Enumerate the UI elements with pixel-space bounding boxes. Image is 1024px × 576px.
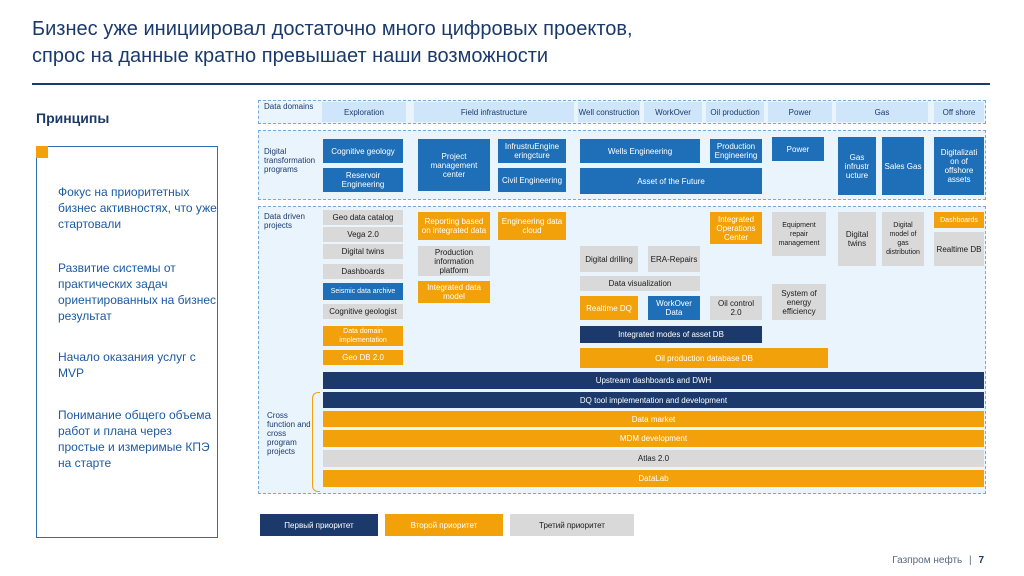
- row-label-data-domains: Data domains: [264, 102, 314, 111]
- row-label-transformation: Digital transformation programs: [264, 147, 316, 174]
- domain-exploration: Exploration: [322, 102, 406, 122]
- project-digital-drilling: Digital drilling: [580, 246, 638, 272]
- project-realtime-dq: Realtime DQ: [580, 296, 638, 320]
- panel-accent: [36, 146, 48, 158]
- domain-power: Power: [768, 102, 832, 122]
- domain-well-construction: Well construction: [578, 102, 640, 122]
- principle-item: Фокус на приоритетных бизнес активностях…: [58, 185, 217, 231]
- program-wells-engineering: Wells Engineering: [580, 139, 700, 163]
- footer-separator: |: [969, 555, 972, 566]
- program-sales-gas: Sales Gas: [882, 137, 924, 195]
- program-infrastructure-engineering: InfrustruEngine eringcture: [498, 139, 566, 163]
- cross-bar-dq-tool: DQ tool implementation and development: [323, 392, 984, 408]
- domain-offshore: Off shore: [934, 102, 984, 122]
- page-title: Бизнес уже инициировал достаточно много …: [32, 16, 732, 70]
- principles-heading: Принципы: [36, 110, 110, 126]
- project-era-repairs: ERA-Repairs: [648, 246, 700, 272]
- project-data-domain-implementation: Data domain implementation: [323, 326, 403, 346]
- page-number: 7: [978, 555, 984, 566]
- program-gas-infrastructure: Gas infrustr ucture: [838, 137, 876, 195]
- project-geo-db: Geo DB 2.0: [323, 350, 403, 365]
- project-engineering-data-cloud: Engineering data cloud: [498, 212, 566, 240]
- principles-panel: [36, 146, 218, 538]
- cross-bracket: [312, 392, 320, 492]
- project-equipment-repair: Equipment repair management: [772, 212, 826, 256]
- footer: Газпром нефть | 7: [892, 555, 984, 566]
- cross-bar-upstream-dashboards: Upstream dashboards and DWH: [323, 372, 984, 389]
- project-integrated-data-model: Integrated data model: [418, 281, 490, 303]
- legend-second-priority: Второй приоритет: [385, 514, 503, 536]
- program-production-engineering: Production Engineering: [710, 139, 762, 163]
- principle-item: Понимание общего объема работ и плана че…: [58, 408, 212, 470]
- project-oil-production-db: Oil production database DB: [580, 348, 828, 368]
- program-cognitive-geology: Cognitive geology: [323, 139, 403, 163]
- domain-field-infrastructure: Field infrastructure: [414, 102, 574, 122]
- project-integrated-operations-center: Integrated Operations Center: [710, 212, 762, 244]
- project-realtime-db: Realtime DB: [934, 232, 984, 266]
- project-integrated-modes-asset-db: Integrated modes of asset DB: [580, 326, 762, 343]
- domain-gas: Gas: [836, 102, 928, 122]
- project-dashboards: Dashboards: [323, 264, 403, 279]
- project-reporting-integrated-data: Reporting based on integrated data: [418, 212, 490, 240]
- cross-bar-datalab: DataLab: [323, 470, 984, 487]
- program-civil-engineering: Civil Engineering: [498, 168, 566, 192]
- domain-oil-production: Oil production: [706, 102, 764, 122]
- project-seismic-archive: Seismic data archive: [323, 283, 403, 300]
- title-line-1: Бизнес уже инициировал достаточно много …: [32, 18, 633, 40]
- project-production-info-platform: Production information platform: [418, 246, 490, 276]
- principle-item: Развитие системы от практических задач о…: [58, 261, 217, 323]
- project-workover-data: WorkOver Data: [648, 296, 700, 320]
- project-oil-control: Oil control 2.0: [710, 296, 762, 320]
- footer-company: Газпром нефть: [892, 555, 963, 566]
- row-label-data-driven: Data driven projects: [264, 212, 305, 230]
- row-label-cross: Cross function and cross program project…: [267, 411, 311, 456]
- cross-bar-mdm: MDM development: [323, 430, 984, 447]
- program-project-management: Project management center: [418, 139, 490, 191]
- title-divider: [32, 83, 990, 85]
- cross-bar-data-market: Data market: [323, 411, 984, 427]
- project-offshore-dashboards: Dashboards: [934, 212, 984, 228]
- cross-bar-atlas: Atlas 2.0: [323, 450, 984, 467]
- program-offshore-digitalization: Digitalizati on of offshore assets: [934, 137, 984, 195]
- project-gas-distribution-model: Digital model of gas distribution: [882, 212, 924, 266]
- project-vega: Vega 2.0: [323, 227, 403, 242]
- legend-first-priority: Первый приоритет: [260, 514, 378, 536]
- project-data-visualization: Data visualization: [580, 276, 700, 291]
- program-power: Power: [772, 137, 824, 161]
- program-asset-of-the-future: Asset of the Future: [580, 168, 762, 194]
- project-geo-data-catalog: Geo data catalog: [323, 210, 403, 225]
- project-gas-digital-twins: Digital twins: [838, 212, 876, 266]
- project-digital-twins: Digital twins: [323, 244, 403, 259]
- title-line-2: спрос на данные кратно превышает наши во…: [32, 45, 549, 67]
- project-energy-efficiency: System of energy efficiency: [772, 284, 826, 320]
- project-cognitive-geologist: Cognitive geologist: [323, 304, 403, 319]
- program-reservoir-engineering: Reservoir Engineering: [323, 168, 403, 192]
- domain-workover: WorkOver: [644, 102, 702, 122]
- principle-item: Начало оказания услуг с MVP: [58, 350, 196, 380]
- legend-third-priority: Третий приоритет: [510, 514, 634, 536]
